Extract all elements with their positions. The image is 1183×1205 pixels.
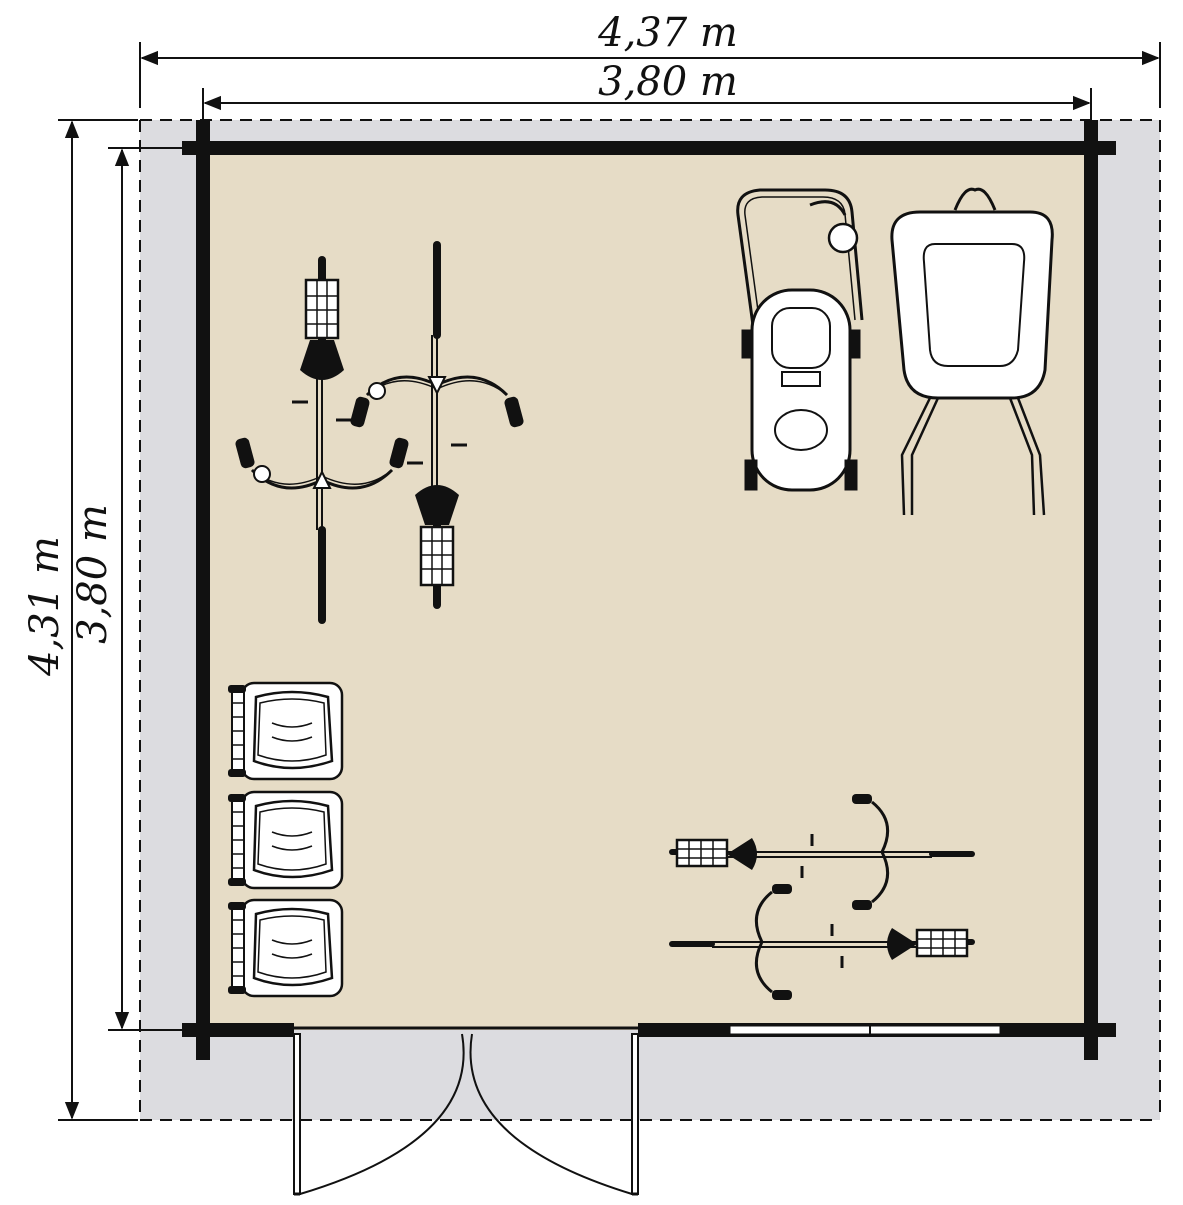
inner-width-label: 3,80 m: [598, 59, 738, 105]
window-icon: [729, 1025, 1001, 1035]
outer-depth-label: 4,31 m: [22, 536, 68, 677]
lawn-mower-icon: [736, 188, 864, 492]
wheelbarrow-icon: [890, 187, 1054, 516]
garden-chair-icon: [226, 681, 344, 781]
dimension-lines: [58, 42, 1161, 1121]
inner-depth-label: 3,80 m: [70, 504, 116, 644]
garden-chair-icon: [226, 790, 344, 890]
garden-chair-icon: [226, 898, 344, 998]
outer-width-label: 4,37 m: [597, 10, 738, 56]
double-door-icon: [293, 1026, 639, 1196]
